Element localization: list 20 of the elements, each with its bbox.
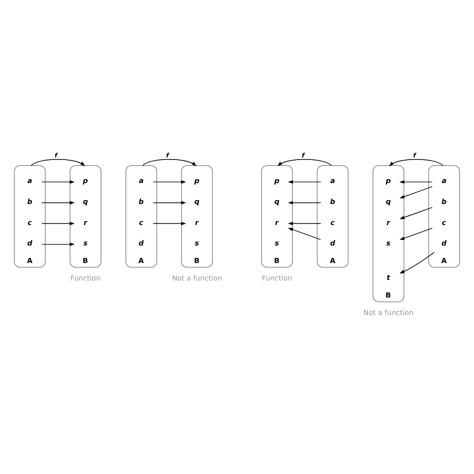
arrow [41, 201, 75, 204]
arrow [152, 180, 186, 184]
arrow [400, 207, 433, 220]
arrow [278, 159, 332, 166]
arrow [388, 159, 444, 166]
arrow [41, 242, 75, 246]
arrow [288, 222, 322, 226]
arrow [152, 201, 186, 204]
arrow [41, 180, 75, 184]
arrow [288, 228, 321, 240]
arrow [399, 180, 433, 184]
arrow [152, 222, 186, 226]
arrow [41, 222, 75, 226]
arrow [400, 186, 433, 198]
arrow [142, 159, 196, 166]
arrow [30, 159, 86, 166]
arrow [400, 228, 433, 240]
arrow [288, 201, 322, 204]
arrow [288, 180, 322, 184]
arrow [399, 252, 435, 274]
